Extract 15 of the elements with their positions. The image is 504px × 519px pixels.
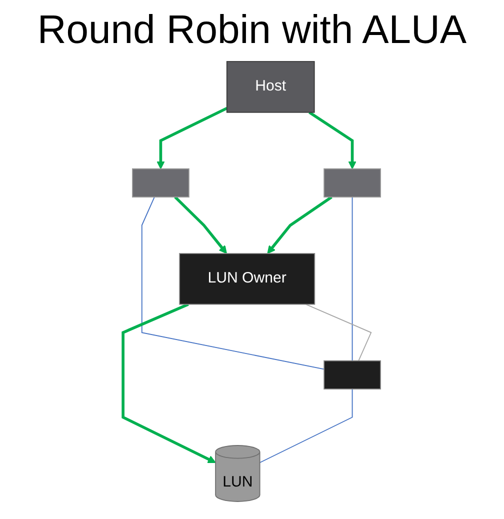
connector bbox=[352, 196, 353, 362]
connector bbox=[260, 388, 353, 464]
arrow bbox=[174, 196, 228, 254]
node-box bbox=[324, 360, 382, 390]
arrow bbox=[156, 107, 228, 170]
title: Round Robin with ALUA bbox=[36, 7, 468, 54]
connector bbox=[306, 304, 372, 362]
node-box: Host bbox=[226, 61, 315, 113]
arrow bbox=[308, 111, 357, 170]
node-box: LUN Owner bbox=[179, 253, 316, 305]
node-box bbox=[324, 168, 382, 198]
arrow bbox=[267, 196, 333, 254]
connector bbox=[142, 196, 325, 370]
node-box bbox=[132, 168, 190, 198]
arrow bbox=[122, 303, 216, 464]
